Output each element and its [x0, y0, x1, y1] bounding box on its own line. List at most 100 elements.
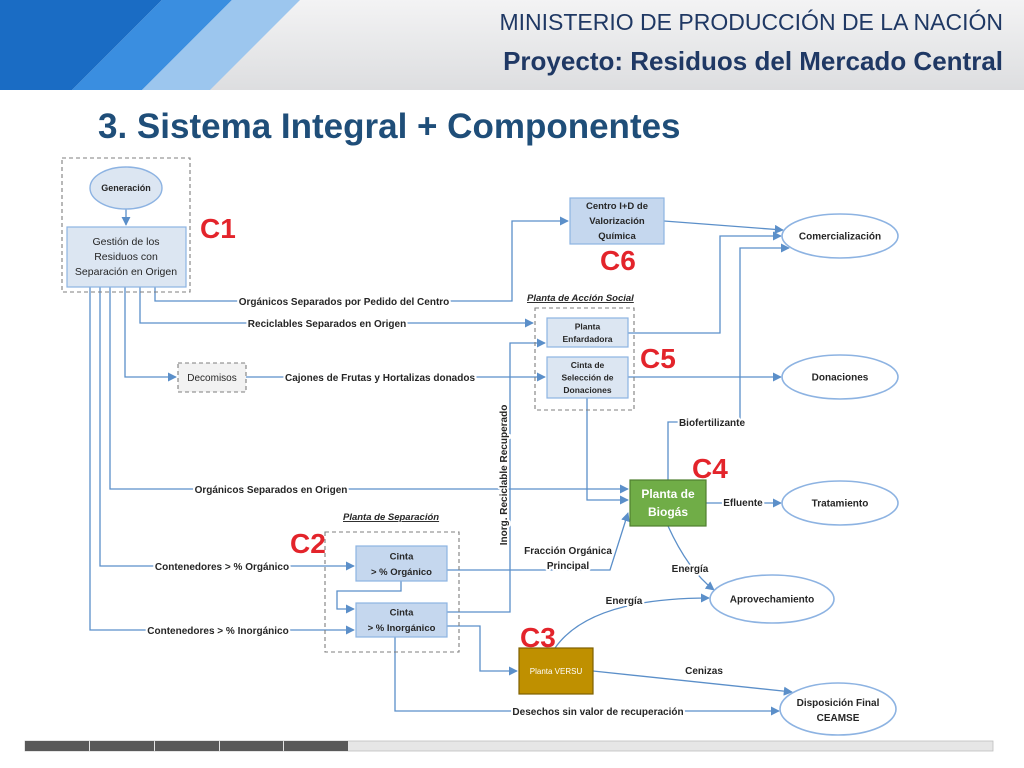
node-biogas-label-1: Planta de: [641, 487, 695, 501]
component-label-c6: C6: [600, 245, 636, 276]
flow-line-energia-versu: [554, 593, 710, 649]
flow-line-biofertilizante: [667, 243, 790, 480]
node-cinta-organico-label-1: Cinta: [390, 552, 414, 563]
flow-labels: Orgánicos Separados por Pedido del Centr…: [145, 295, 765, 720]
flow-label-cajones: Cajones de Frutas y Hortalizas donados: [285, 373, 475, 384]
header-stripe-dark: [0, 0, 162, 90]
flow-line-organico-inorganico: [336, 581, 402, 614]
flow-line-reciclables: [139, 287, 534, 328]
flow-line-organicos-pedido: [154, 216, 569, 302]
footer-bar-segment: [25, 741, 89, 751]
flow-label-efluente: Efluente: [723, 498, 763, 509]
node-versu: [518, 647, 594, 695]
flow-line-organicos-origen: [109, 287, 629, 494]
flow-label-desechos: Desechos sin valor de recuperación: [512, 707, 683, 718]
footer-bar: [24, 740, 994, 752]
flow-line-fraccion-organica: [447, 512, 630, 571]
node-gestion-label-2: Residuos con: [94, 251, 158, 263]
group-label-accion-social: Planta de Acción Social: [527, 293, 634, 304]
flow-label-biofertilizante: Biofertilizante: [679, 418, 746, 429]
footer-bar-segment: [155, 741, 219, 751]
node-cinta-seleccion-label-2: Selección de: [562, 373, 614, 383]
node-generacion: [89, 166, 163, 210]
ministry-name: MINISTERIO DE PRODUCCIÓN DE LA NACIÓN: [499, 9, 1003, 35]
node-cinta-seleccion-label-1: Cinta de: [571, 360, 605, 370]
node-cinta-seleccion: [546, 356, 629, 399]
node-enfardadora: [546, 317, 629, 348]
node-donaciones-label: Donaciones: [812, 373, 869, 384]
c1-group: Generación Gestión de los Residuos con S…: [61, 157, 191, 293]
component-label-c4: C4: [692, 453, 728, 484]
node-disposicion-label-2: CEAMSE: [817, 713, 860, 724]
flow-label-energia-versu: Energía: [606, 596, 643, 607]
node-gestion: [66, 226, 187, 288]
footer-bar-segment: [284, 741, 348, 751]
node-enfardadora-label-1: Planta: [575, 322, 601, 332]
node-tratamiento: [781, 480, 899, 526]
page-title: 3. Sistema Integral + Componentes: [98, 107, 681, 146]
header-stripe-light: [142, 0, 300, 90]
node-biogas: [629, 479, 707, 527]
node-enfardadora-label-2: Enfardadora: [562, 334, 612, 344]
flow-line-centro-comercializacion: [663, 220, 784, 234]
flow-line-seleccion-biogas: [586, 398, 629, 505]
flow-label-energia-biogas: Energía: [672, 564, 709, 575]
flow-label-organicos-origen: Orgánicos Separados en Origen: [195, 485, 348, 496]
footer-bar-segment: [220, 741, 283, 751]
node-decomisos-label: Decomisos: [187, 373, 236, 384]
flow-label-fraccion-organica-2: Principal: [547, 561, 589, 572]
project-title: Proyecto: Residuos del Mercado Central: [503, 46, 1003, 76]
node-cinta-inorganico: [355, 602, 448, 638]
node-donaciones: [781, 354, 899, 400]
footer-bar-segment: [90, 741, 154, 751]
node-aprovechamiento-label: Aprovechamiento: [730, 595, 814, 606]
node-cinta-inorganico-label-1: Cinta: [390, 608, 414, 619]
node-decomisos: [177, 362, 247, 393]
node-disposicion: [779, 682, 897, 736]
component-label-c1: C1: [200, 213, 236, 244]
flow-line-desechos: [394, 637, 780, 716]
component-label-c2: C2: [290, 528, 326, 559]
node-gestion-label-3: Separación en Origen: [75, 266, 177, 278]
node-generacion-label: Generación: [101, 183, 151, 193]
header-stripe-medium: [72, 0, 232, 90]
flow-lines: [89, 209, 793, 716]
node-cinta-organico-label-2: > % Orgánico: [371, 567, 432, 578]
flow-label-contenedores-organico: Contenedores > % Orgánico: [155, 562, 289, 573]
node-comercializacion: [781, 213, 899, 259]
flow-line-decomisos: [124, 287, 177, 382]
c1-group-border: [61, 157, 191, 293]
node-aprovechamiento: [709, 574, 835, 624]
node-centro-id-label-2: Valorización: [589, 216, 645, 227]
node-centro-id-label-1: Centro I+D de: [586, 201, 648, 212]
node-gestion-label-1: Gestión de los: [92, 236, 159, 248]
flow-label-fraccion-organica-1: Fracción Orgánica: [524, 546, 612, 557]
slide-header: MINISTERIO DE PRODUCCIÓN DE LA NACIÓN Pr…: [0, 0, 1024, 90]
flow-line-contenedores-organico: [99, 287, 355, 571]
flow-line-contenedores-inorganico: [89, 287, 355, 635]
accion-social-group-border: [534, 307, 635, 411]
group-label-separacion: Planta de Separación: [343, 512, 439, 523]
flow-label-reciclables: Reciclables Separados en Origen: [248, 319, 406, 330]
node-disposicion-label-1: Disposición Final: [797, 698, 880, 709]
flow-line-energia-biogas: [667, 525, 715, 591]
flow-line-inorganico-versu: [447, 625, 518, 676]
node-centro-id: [569, 197, 665, 245]
flow-label-contenedores-inorganico: Contenedores > % Inorgánico: [147, 626, 288, 637]
flow-line-cenizas: [592, 670, 793, 696]
component-label-c5: C5: [640, 343, 676, 374]
node-biogas-label-2: Biogás: [648, 505, 688, 519]
flow-line-enfardadora-comercializacion: [628, 231, 782, 334]
header-background: [0, 0, 1024, 90]
flow-label-organicos-pedido: Orgánicos Separados por Pedido del Centr…: [239, 297, 450, 308]
node-cinta-organico: [355, 545, 448, 582]
node-centro-id-label-3: Química: [598, 231, 636, 242]
node-cinta-inorganico-label-2: > % Inorgánico: [368, 623, 436, 634]
node-cinta-seleccion-label-3: Donaciones: [563, 385, 611, 395]
separacion-group-border: [324, 531, 460, 653]
node-tratamiento-label: Tratamiento: [812, 499, 869, 510]
flow-label-cenizas: Cenizas: [685, 666, 723, 677]
node-comercializacion-label: Comercialización: [799, 232, 881, 243]
